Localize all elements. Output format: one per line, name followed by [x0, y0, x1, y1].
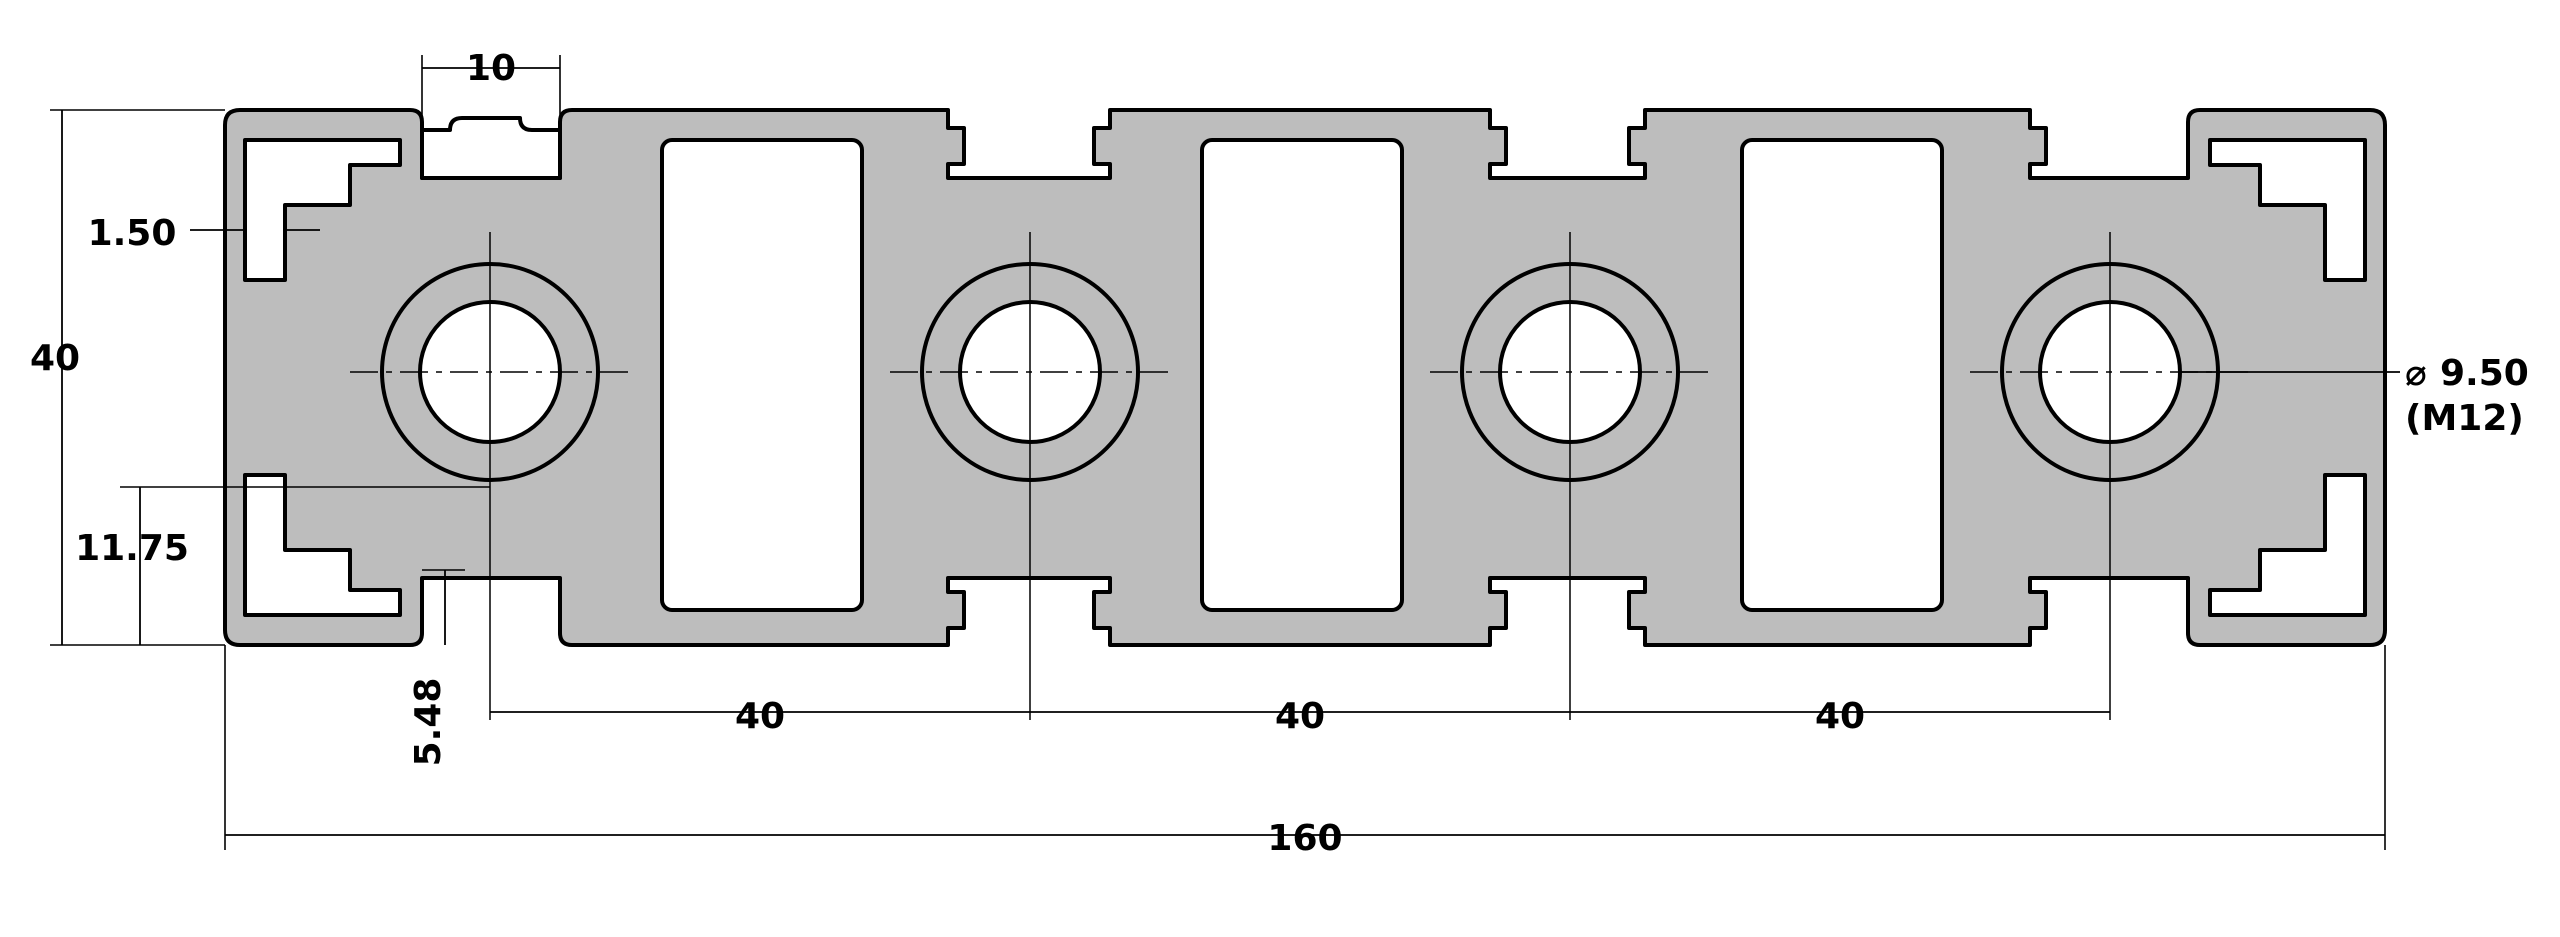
dimension-labels: 10 1.50 40 11.75 5.48 40 40 40 160 ⌀ 9.5…	[30, 48, 2529, 859]
dim-slot-depth: 5.48	[408, 678, 449, 767]
extrusion-profile	[223, 108, 2387, 647]
dim-pitch-3: 40	[1815, 696, 1865, 737]
dimension-lines	[50, 55, 2400, 850]
dim-pitch-2: 40	[1275, 696, 1325, 737]
dim-slot-offset: 11.75	[75, 528, 189, 569]
t-slot-top-1	[420, 116, 562, 180]
cavity-1	[660, 138, 864, 612]
dim-height: 40	[30, 338, 80, 379]
dim-overall-width: 160	[1267, 818, 1342, 859]
cavity-3	[1740, 138, 1944, 612]
center-lines	[350, 232, 2250, 720]
corner-pocket-top-left	[243, 138, 402, 282]
corner-pocket-top-right	[2208, 138, 2367, 282]
dim-wall-thickness: 1.50	[88, 213, 177, 254]
dim-thread: (M12)	[2405, 398, 2524, 439]
dim-slot-width: 10	[466, 48, 516, 89]
dim-bore-diameter: 9.50	[2440, 353, 2529, 394]
diameter-symbol: ⌀	[2405, 353, 2427, 394]
corner-pocket-bottom-left	[243, 473, 402, 617]
dim-pitch-1: 40	[735, 696, 785, 737]
cavity-2	[1200, 138, 1404, 612]
corner-pocket-bottom-right	[2208, 473, 2367, 617]
